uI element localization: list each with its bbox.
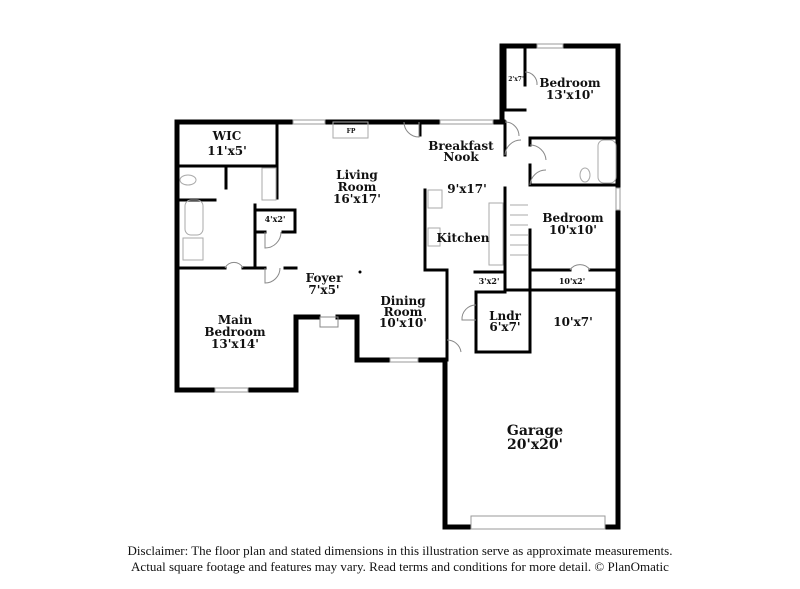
room-wic-name: WIC (212, 129, 242, 143)
room-garage-dims: 20'x20' (507, 437, 563, 453)
room-bedroom-ne-dims: 13'x10' (546, 88, 594, 102)
room-foyer-name: Foyer (306, 271, 343, 285)
room-living-name: Room (338, 180, 377, 194)
windows (214, 43, 621, 530)
toilet-icon (579, 167, 591, 183)
window (389, 357, 419, 363)
room-nook-dims: 9'x17' (447, 182, 487, 196)
room-dining-name: Room (384, 305, 423, 319)
pantry-icon (427, 189, 443, 209)
window (439, 119, 494, 125)
room-garage-name: Garage (507, 423, 563, 439)
room-nook-name: Breakfast (428, 139, 494, 153)
garage-door[interactable] (470, 515, 606, 530)
disclaimer: Disclaimer: The floor plan and stated di… (0, 543, 800, 575)
room-dining-name: Dining (380, 294, 426, 308)
disclaimer-line: Actual square footage and features may v… (131, 559, 669, 574)
light-fixture-icon (358, 270, 362, 274)
closet-3x2-dims: 3'x2' (479, 276, 500, 286)
stove-icon (427, 227, 441, 247)
closet-4x2-dims: 4'x2' (265, 214, 286, 224)
bathtub-icon (184, 199, 204, 236)
closet-ne-dims: 2'x7' (508, 76, 524, 83)
exterior-walls (174, 43, 621, 530)
room-laundry-name: Lndr (489, 309, 522, 323)
stairs-icon (510, 204, 528, 256)
window (615, 187, 621, 211)
room-nook-name: Nook (443, 150, 479, 164)
bathtub-icon (597, 139, 617, 184)
fireplace-label: FP (347, 128, 356, 135)
room-laundry-dims: 6'x7' (489, 320, 520, 334)
sink-vanity-icon (261, 167, 277, 201)
disclaimer-line: Disclaimer: The floor plan and stated di… (127, 543, 673, 558)
room-storage-dims: 10'x7' (553, 315, 593, 329)
room-living-name: Living (336, 168, 378, 182)
fireplace-icon (332, 121, 369, 139)
doors (224, 71, 591, 353)
room-bedroom-ne-name: Bedroom (539, 76, 600, 90)
room-bedroom-e-dims: 10'x10' (549, 223, 597, 237)
room-foyer-dims: 7'x5' (308, 283, 339, 297)
room-wic-dims: 11'x5' (207, 144, 247, 158)
interior-walls (175, 44, 620, 362)
fixtures (179, 121, 617, 274)
room-main-bedroom-dims: 13'x14' (211, 337, 259, 351)
window (214, 387, 249, 393)
shower-icon (182, 237, 204, 261)
closet-e-dims: 10'x2' (559, 276, 585, 286)
room-kitchen-name: Kitchen (437, 231, 490, 245)
window (536, 43, 564, 49)
room-living-dims: 16'x17' (333, 192, 381, 206)
room-labels: WIC 11'x5' Living Room 16'x17' FP Breakf… (204, 76, 603, 453)
room-bedroom-e-name: Bedroom (542, 211, 603, 225)
counter-sink-icon (488, 202, 504, 266)
toilet-icon (179, 174, 197, 186)
room-main-bedroom-name: Main (218, 313, 253, 327)
room-dining-dims: 10'x10' (379, 316, 427, 330)
room-main-bedroom-name: Bedroom (204, 325, 265, 339)
window (292, 119, 326, 125)
